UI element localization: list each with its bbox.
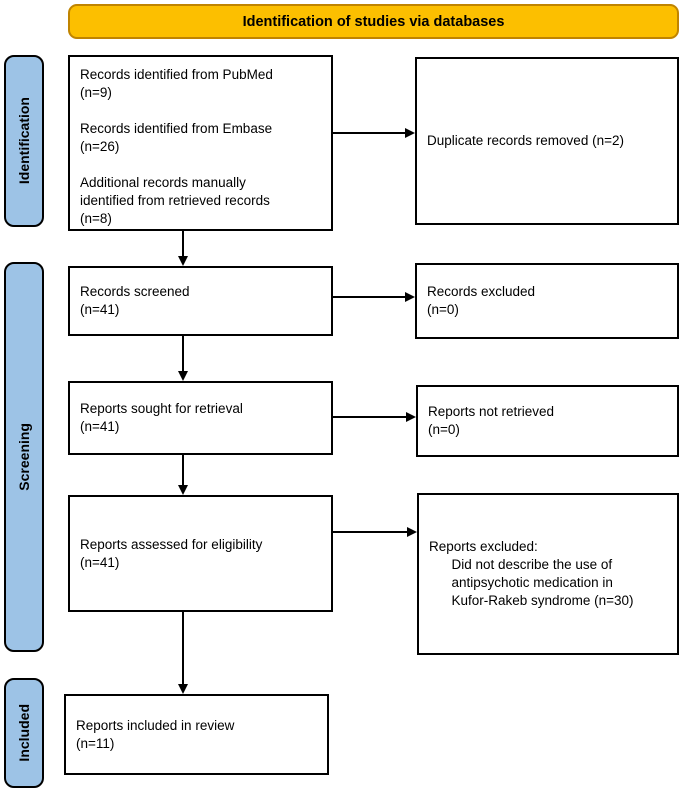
box-records-screened-text: Records screened (n=41)	[80, 284, 190, 317]
box-reports-sought-text: Reports sought for retrieval (n=41)	[80, 401, 243, 434]
diagram-title-banner: Identification of studies via databases	[68, 4, 679, 39]
arrow-right-icon	[405, 292, 415, 302]
arrow-line	[182, 455, 184, 486]
arrow-line	[182, 336, 184, 372]
arrow-line	[333, 132, 406, 134]
stage-label-screening: Screening	[4, 262, 44, 652]
box-reports-assessed-text: Reports assessed for eligibility (n=41)	[80, 536, 263, 570]
box-duplicate-records-removed: Duplicate records removed (n=2)	[415, 57, 679, 225]
box-reports-included-text: Reports included in review (n=11)	[76, 717, 235, 751]
box-records-identified-text: Records identified from PubMed (n=9) Rec…	[80, 67, 273, 226]
stage-label-identification: Identification	[4, 55, 44, 227]
box-reports-not-retrieved-text: Reports not retrieved (n=0)	[428, 404, 555, 437]
stage-label-screening-text: Screening	[16, 423, 32, 491]
arrow-line	[333, 531, 408, 533]
stage-label-included: Included	[4, 678, 44, 788]
box-duplicate-records-removed-text: Duplicate records removed (n=2)	[427, 133, 624, 149]
arrow-line	[182, 612, 184, 685]
box-reports-assessed: Reports assessed for eligibility (n=41)	[68, 495, 333, 612]
box-records-excluded-text: Records excluded (n=0)	[427, 284, 536, 317]
stage-label-included-text: Included	[16, 704, 32, 762]
arrow-down-icon	[178, 684, 188, 694]
box-reports-excluded: Reports excluded: Did not describe the u…	[417, 493, 679, 655]
box-records-identified: Records identified from PubMed (n=9) Rec…	[68, 55, 333, 231]
arrow-right-icon	[406, 412, 416, 422]
box-reports-excluded-text: Reports excluded: Did not describe the u…	[429, 539, 634, 608]
box-reports-not-retrieved: Reports not retrieved (n=0)	[416, 385, 679, 457]
arrow-right-icon	[405, 128, 415, 138]
arrow-line	[333, 296, 406, 298]
stage-label-identification-text: Identification	[16, 97, 32, 185]
arrow-down-icon	[178, 256, 188, 266]
box-records-excluded: Records excluded (n=0)	[415, 263, 679, 339]
box-records-screened: Records screened (n=41)	[68, 266, 333, 336]
arrow-right-icon	[407, 527, 417, 537]
box-reports-included: Reports included in review (n=11)	[64, 694, 329, 775]
arrow-down-icon	[178, 371, 188, 381]
arrow-line	[333, 416, 407, 418]
arrow-line	[182, 231, 184, 257]
arrow-down-icon	[178, 485, 188, 495]
box-reports-sought: Reports sought for retrieval (n=41)	[68, 381, 333, 455]
diagram-title: Identification of studies via databases	[242, 13, 505, 30]
